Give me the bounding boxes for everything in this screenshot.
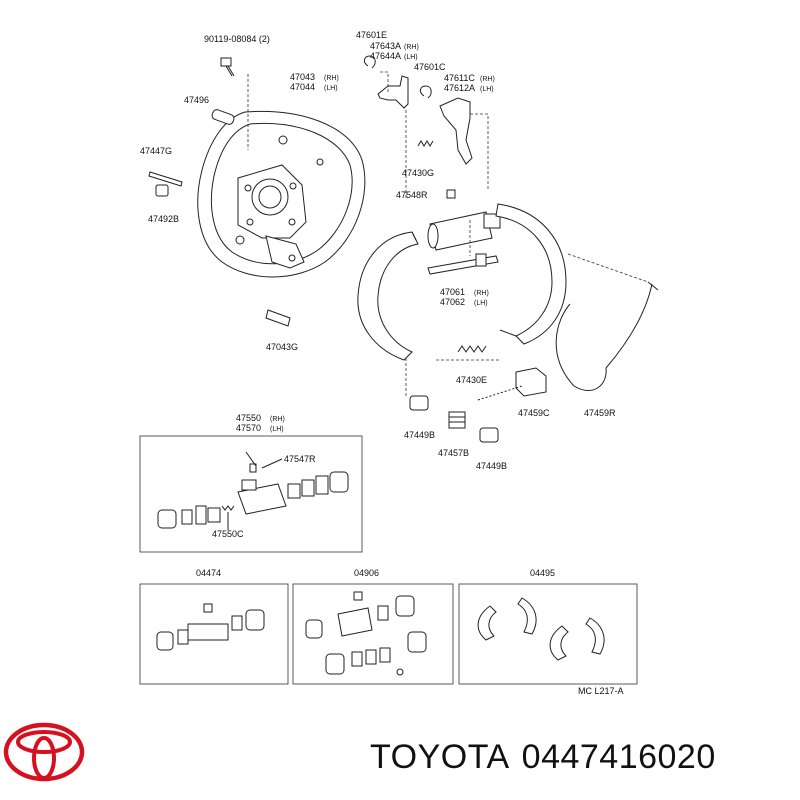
brand-line: TOYOTA 0447416020 <box>370 738 728 777</box>
label-47643a-side: (RH) <box>404 44 419 51</box>
plug-47496 <box>211 109 235 125</box>
label-47043-side: (RH) <box>324 75 339 82</box>
brake-shoe-right <box>495 203 567 345</box>
kit-04495-parts <box>477 597 605 661</box>
clip-47601c <box>419 85 432 99</box>
bushing-47492b <box>155 184 169 197</box>
label-47062-side: (LH) <box>474 300 488 307</box>
box-04906 <box>292 583 454 685</box>
part-number: 0447416020 <box>521 738 716 776</box>
label-47570: 47570 <box>236 423 261 433</box>
label-47612a-side: (LH) <box>480 86 494 93</box>
toyota-logo-icon <box>3 722 85 782</box>
label-47061: 47061 <box>440 287 465 297</box>
adjuster-47061 <box>427 253 499 275</box>
label-47643a: 47643A <box>370 41 401 51</box>
label-47550: 47550 <box>236 413 261 423</box>
brand-name: TOYOTA <box>370 738 510 776</box>
kit-04906-parts <box>305 591 427 676</box>
clip-47601e <box>363 55 376 69</box>
label-04474: 04474 <box>196 568 221 578</box>
label-47457b: 47457B <box>438 448 469 458</box>
label-47644a-side: (LH) <box>404 54 418 61</box>
label-04906: 04906 <box>354 568 379 578</box>
cup-47449b-2 <box>479 427 499 443</box>
label-47459r: 47459R <box>584 408 616 418</box>
label-47611c-side: (RH) <box>480 76 495 83</box>
brake-shoe-left <box>357 231 419 361</box>
kit-04474-parts <box>156 603 265 651</box>
label-47644a: 47644A <box>370 51 401 61</box>
label-47550-side: (RH) <box>270 416 285 423</box>
label-47430e: 47430E <box>456 375 487 385</box>
label-47570-side: (LH) <box>270 426 284 433</box>
spring-47430e <box>457 345 487 353</box>
bolt-90119 <box>220 57 235 77</box>
label-47430g: 47430G <box>402 168 434 178</box>
wheel-cylinder-main <box>427 211 501 251</box>
label-47061-side: (RH) <box>474 290 489 297</box>
label-47043g: 47043G <box>266 342 298 352</box>
label-47548r: 47548R <box>396 190 428 200</box>
box-04495 <box>458 583 638 685</box>
label-47601e: 47601E <box>356 30 387 40</box>
label-90119: 90119-08084 (2) <box>204 34 270 44</box>
label-47459c: 47459C <box>518 408 550 418</box>
backing-plate <box>197 110 366 278</box>
bolt-47043g <box>265 309 291 327</box>
label-47611c: 47611C <box>444 73 475 83</box>
label-47492b: 47492B <box>148 214 179 224</box>
label-47550c: 47550C <box>212 529 244 539</box>
label-47547r: 47547R <box>284 454 316 464</box>
lever-47643a <box>377 75 409 109</box>
label-47447g: 47447G <box>140 146 172 156</box>
label-47449b-1: 47449B <box>404 430 435 440</box>
label-47044-side: (LH) <box>324 85 338 92</box>
label-47612a: 47612A <box>444 83 475 93</box>
box-04474 <box>139 583 289 685</box>
lever-47611c <box>439 97 473 165</box>
spring-47430g <box>417 140 434 147</box>
spring-47457b <box>448 411 466 429</box>
label-47043: 47043 <box>290 72 315 82</box>
label-47062: 47062 <box>440 297 465 307</box>
label-47449b-2: 47449B <box>476 461 507 471</box>
label-47044: 47044 <box>290 82 315 92</box>
cylinder-47550-parts <box>157 463 349 529</box>
label-47601c: 47601C <box>414 62 446 72</box>
cup-47449b-1 <box>409 395 429 411</box>
box-47550 <box>139 435 363 553</box>
label-mc-l217a: MC L217-A <box>578 686 624 696</box>
bleeder-47548r <box>446 189 456 199</box>
bolt-47447g <box>148 171 183 187</box>
strut-47459c <box>515 367 547 397</box>
cable-47459r <box>555 281 659 391</box>
label-47496: 47496 <box>184 95 209 105</box>
label-04495: 04495 <box>530 568 555 578</box>
